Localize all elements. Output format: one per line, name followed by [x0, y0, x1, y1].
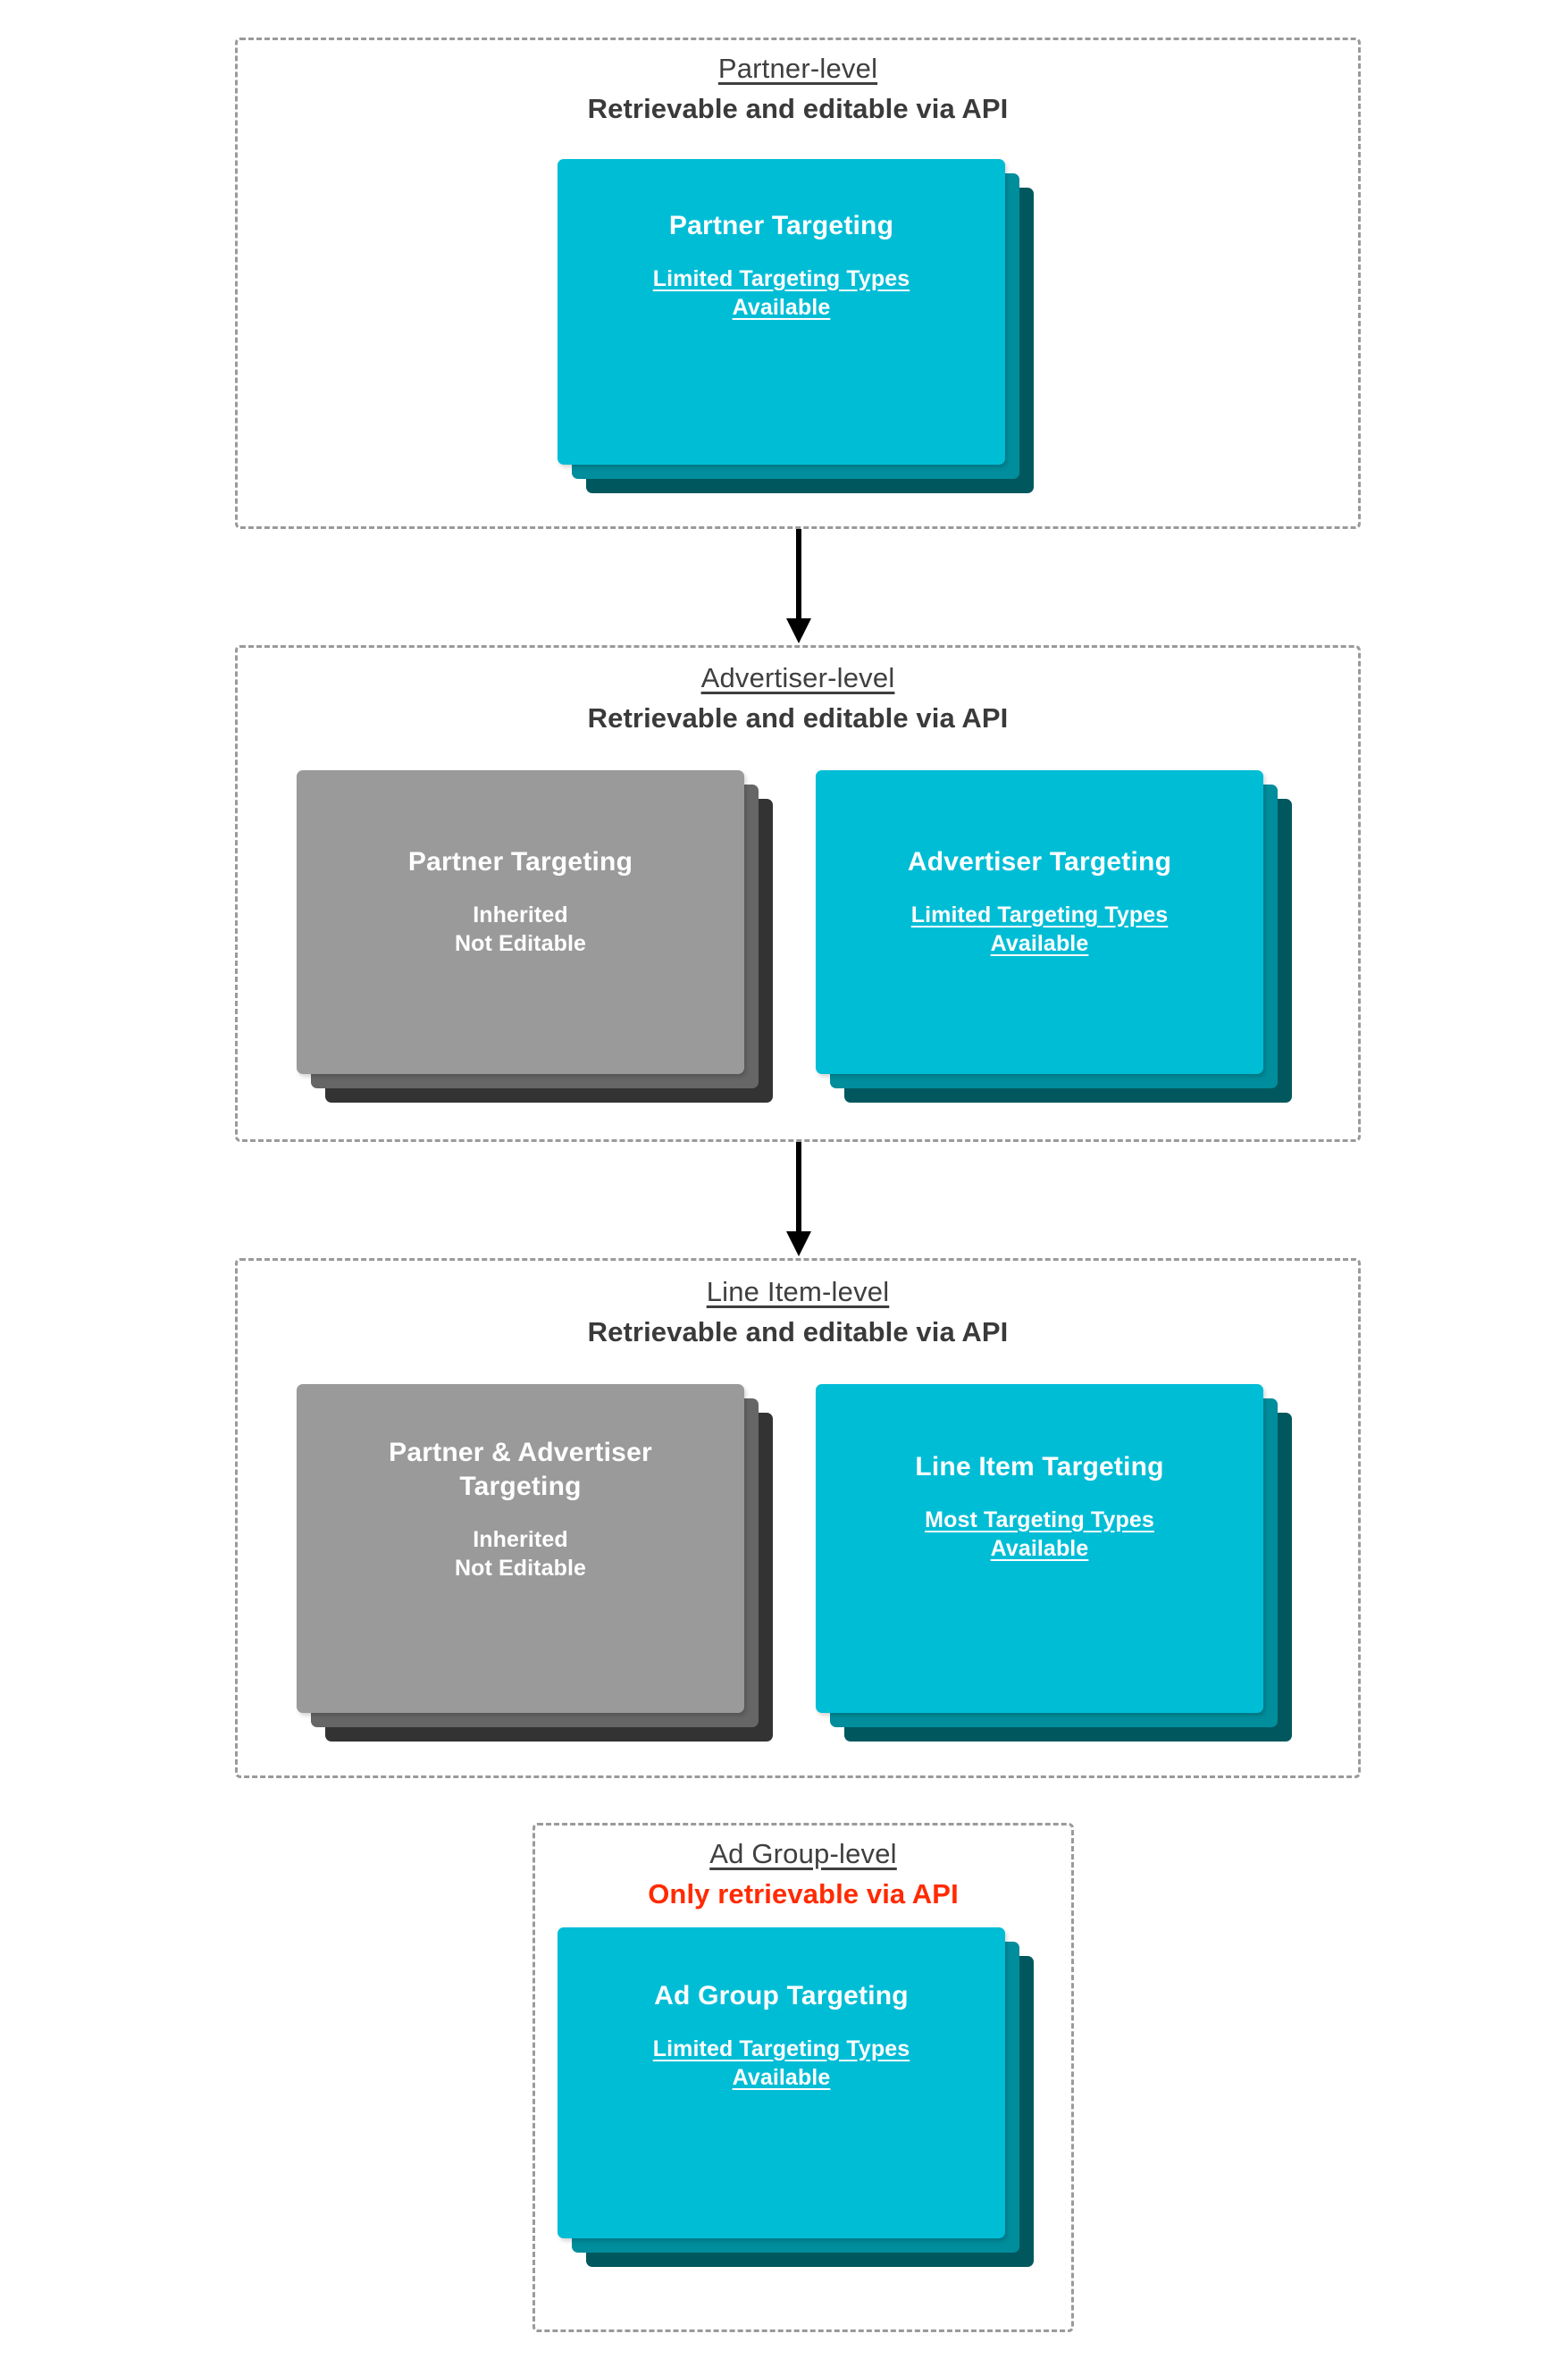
line-item-targeting-card-stack[interactable]: Line Item Targeting Most Targeting Types… [816, 1384, 1292, 1742]
ad-group-targeting-subtitle-line1: Limited Targeting Types [652, 2035, 910, 2061]
advertiser-inherited-partner-subtitle-line1: Inherited [473, 902, 568, 927]
card-layer-front: Advertiser Targeting Limited Targeting T… [816, 770, 1263, 1074]
line-item-targeting-subtitle-line1: Most Targeting Types [925, 1507, 1154, 1532]
partner-targeting-card-stack[interactable]: Partner Targeting Limited Targeting Type… [558, 159, 1034, 493]
card-layer-front: Line Item Targeting Most Targeting Types… [816, 1384, 1263, 1713]
partner-targeting-card-body: Partner Targeting Limited Targeting Type… [558, 159, 1005, 465]
advertiser-inherited-partner-card-body: Partner Targeting Inherited Not Editable [297, 770, 744, 1074]
card-layer-front: Partner Targeting Limited Targeting Type… [558, 159, 1005, 465]
line-item-inherited-title-line2: Targeting [459, 1471, 582, 1501]
ad-group-targeting-title: Ad Group Targeting [654, 1981, 909, 2010]
card-layer-front: Ad Group Targeting Limited Targeting Typ… [558, 1927, 1005, 2238]
line-item-inherited-title-line1: Partner & Advertiser [389, 1438, 652, 1467]
advertiser-inherited-partner-title: Partner Targeting [407, 847, 633, 877]
line-item-targeting-title: Line Item Targeting [915, 1452, 1164, 1481]
advertiser-level-container [235, 645, 1361, 1142]
line-item-targeting-card-body: Line Item Targeting Most Targeting Types… [816, 1384, 1263, 1713]
advertiser-inherited-partner-card-stack[interactable]: Partner Targeting Inherited Not Editable [297, 770, 773, 1103]
arrow-partner-to-advertiser [781, 529, 817, 645]
advertiser-targeting-title: Advertiser Targeting [907, 847, 1172, 877]
partner-targeting-title: Partner Targeting [668, 211, 894, 240]
ad-group-targeting-card-body: Ad Group Targeting Limited Targeting Typ… [558, 1927, 1005, 2238]
advertiser-targeting-card-stack[interactable]: Advertiser Targeting Limited Targeting T… [816, 770, 1292, 1103]
advertiser-targeting-subtitle-line2: Available [990, 930, 1089, 956]
card-layer-front: Partner & Advertiser Targeting Inherited… [297, 1384, 744, 1713]
line-item-inherited-subtitle-line2: Not Editable [454, 1555, 587, 1581]
arrow-advertiser-to-line-item [781, 1142, 817, 1258]
line-item-inherited-card-body: Partner & Advertiser Targeting Inherited… [297, 1384, 744, 1713]
advertiser-inherited-partner-subtitle-line2: Not Editable [454, 930, 587, 956]
line-item-inherited-subtitle-line1: Inherited [473, 1526, 568, 1552]
ad-group-targeting-subtitle-line2: Available [732, 2064, 831, 2090]
card-layer-front: Partner Targeting Inherited Not Editable [297, 770, 744, 1074]
line-item-inherited-card-stack[interactable]: Partner & Advertiser Targeting Inherited… [297, 1384, 773, 1742]
advertiser-targeting-card-body: Advertiser Targeting Limited Targeting T… [816, 770, 1263, 1074]
advertiser-targeting-subtitle-line1: Limited Targeting Types [910, 902, 1169, 927]
line-item-level-container [235, 1258, 1361, 1778]
ad-group-targeting-card-stack[interactable]: Ad Group Targeting Limited Targeting Typ… [558, 1927, 1034, 2267]
partner-targeting-subtitle-line1: Limited Targeting Types [652, 265, 910, 291]
partner-level-container [235, 38, 1361, 529]
line-item-targeting-subtitle-line2: Available [990, 1535, 1089, 1561]
ad-group-level-container [532, 1823, 1074, 2332]
partner-targeting-subtitle-line2: Available [732, 294, 831, 320]
